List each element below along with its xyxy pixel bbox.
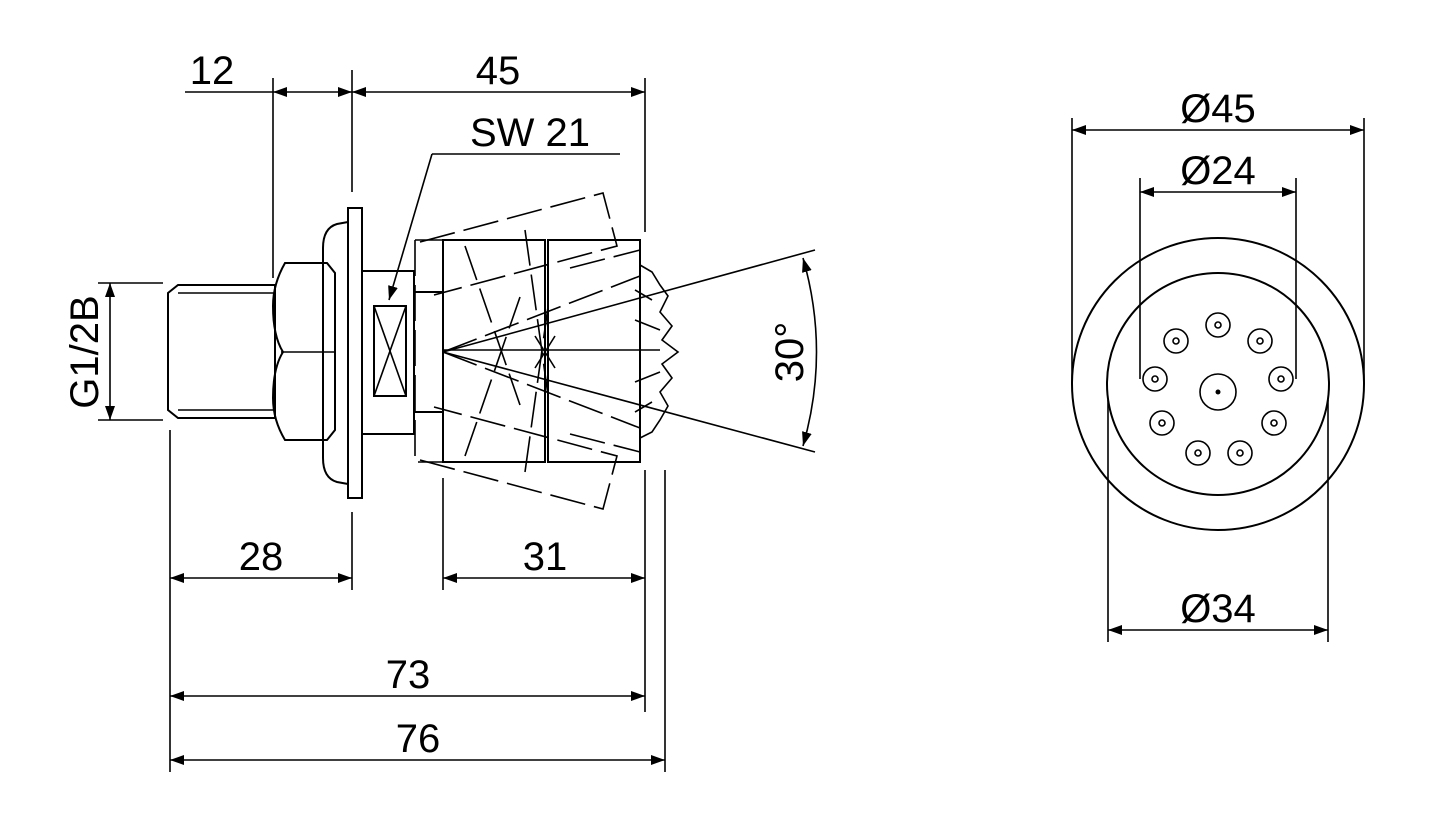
- dia-34-label: Ø34: [1180, 587, 1256, 631]
- front-view: Ø45 Ø24 Ø34: [1071, 87, 1365, 642]
- thread-pipe: [167, 284, 276, 419]
- wall-flange: [322, 207, 363, 499]
- swivel-phantom: [414, 192, 641, 510]
- angle-line-upper: [442, 249, 816, 353]
- dia-45-label: Ø45: [1180, 87, 1256, 131]
- side-view: 30° 12 45 SW 21 G1/2B 28 31 7: [63, 49, 818, 772]
- angle-arc: [802, 257, 818, 447]
- angle-label: 30°: [768, 322, 812, 383]
- outer-ring: [1071, 237, 1365, 531]
- nozzle-head: [442, 239, 680, 463]
- thread-label: G1/2B: [63, 295, 107, 408]
- dim-31-label: 31: [523, 535, 568, 579]
- sw-leader: [388, 153, 433, 301]
- dim-45-label: 45: [476, 49, 521, 93]
- dim-73-label: 73: [386, 653, 431, 697]
- angle-line-lower: [442, 351, 816, 453]
- hex-nut: [271, 262, 336, 441]
- dim-76-label: 76: [396, 717, 441, 761]
- inner-face: [1106, 272, 1330, 496]
- nozzle-jets: [1142, 312, 1294, 466]
- dim-12-label: 12: [190, 49, 235, 93]
- dia-24-label: Ø24: [1180, 149, 1256, 193]
- wrench-body: [361, 270, 443, 435]
- dim-28-label: 28: [239, 535, 284, 579]
- wrench-size-label: SW 21: [470, 111, 590, 155]
